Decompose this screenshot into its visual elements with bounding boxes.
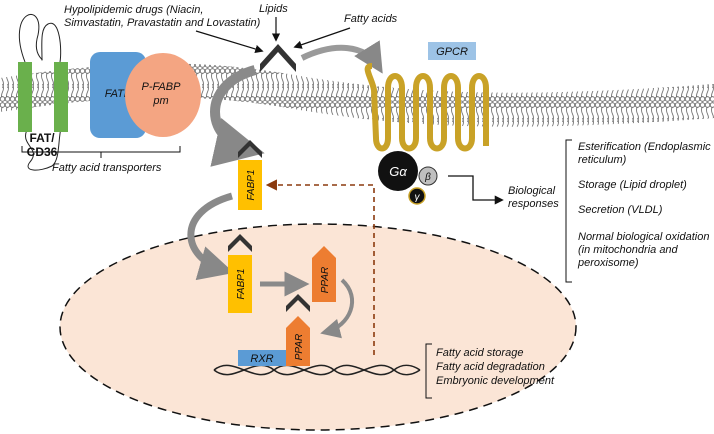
ppar-feedback-arrow — [265, 179, 375, 355]
gprotein-to-responses-arrow — [448, 175, 504, 205]
g-beta — [418, 166, 438, 186]
fabp1-nucleus: FABP1 — [228, 234, 252, 313]
drugs-label-2: Simvastatin, Pravastatin and Lovastatin) — [64, 17, 261, 29]
outcome-item: Fatty acid storage — [436, 347, 523, 359]
bio-responses-label-2: responses — [508, 198, 559, 210]
response-item: peroxisome) — [577, 257, 639, 269]
responses-bracket — [565, 139, 572, 283]
fabp1-cytoplasm: FABP1 — [238, 140, 262, 210]
transporters-label: Fatty acid transporters — [52, 162, 162, 174]
fat-cd36-helix-left — [18, 62, 32, 132]
fat-cd36-helix-right — [54, 62, 68, 132]
fabp1-nucleus-label: FABP1 — [236, 269, 247, 300]
fat-cd36-loop — [19, 13, 62, 63]
g-gamma — [408, 187, 426, 205]
ppar-to-complex-arrow — [320, 278, 354, 339]
drugs-arrow — [195, 30, 264, 54]
fabp1-cytoplasm-label: FABP1 — [246, 170, 257, 201]
fat-cd36-transporter: FAT/ CD36 — [18, 13, 68, 171]
response-item: Normal biological oxidation — [578, 231, 709, 243]
ligand-to-fabp1-arrow — [210, 65, 265, 167]
lipids-label: Lipids — [259, 3, 288, 15]
gpcr-receptor — [364, 63, 489, 152]
g-alpha-label: Gα — [389, 164, 407, 179]
fat-cd36-tail — [25, 127, 62, 171]
bio-responses-label: Biological — [508, 185, 556, 197]
ppar-complex-label: PPAR — [294, 334, 305, 361]
ligand-to-gpcr-arrow — [300, 40, 383, 74]
g-beta-label: β — [424, 172, 431, 183]
rxr-receptor: RXR — [238, 350, 290, 366]
response-item: Storage (Lipid droplet) — [578, 179, 687, 191]
transporters-bracket — [21, 146, 181, 158]
ppar-free: PPAR — [312, 246, 336, 302]
pfabp-label: P-FABP — [142, 81, 182, 93]
rxr-label: RXR — [250, 353, 273, 365]
outcome-item: Fatty acid degradation — [436, 361, 545, 373]
pfabp-label-2: pm — [152, 95, 168, 107]
outcomes-bracket — [425, 343, 432, 399]
outcome-item: Embryonic development — [436, 375, 555, 387]
g-alpha — [378, 151, 418, 191]
fatty-acids-arrow — [293, 27, 351, 49]
pfabp-pm-transporter: P-FABP pm — [125, 53, 201, 137]
response-item: Secretion (VLDL) — [578, 204, 663, 216]
cytoplasm-to-nucleus-arrow — [187, 192, 235, 281]
ppar-complex: PPAR — [286, 294, 310, 366]
response-item: reticulum) — [578, 154, 627, 166]
drugs-label: Hypolipidemic drugs (Niacin, — [64, 4, 203, 16]
g-gamma-label: γ — [415, 192, 421, 203]
fatty-acids-label: Fatty acids — [344, 13, 398, 25]
response-item: Esterification (Endoplasmic — [578, 141, 711, 153]
lipid-chevron-icon — [260, 44, 296, 72]
ppar-free-label: PPAR — [320, 267, 331, 294]
dna-helix — [213, 364, 421, 376]
gpcr-label: GPCR — [436, 46, 468, 58]
response-item: (in mitochondria and — [578, 244, 679, 256]
fat-cd36-label: FAT/ — [29, 131, 55, 145]
nucleus — [59, 223, 577, 431]
gpcr-label-box — [428, 42, 476, 60]
g-protein: Gα β γ — [378, 151, 438, 205]
